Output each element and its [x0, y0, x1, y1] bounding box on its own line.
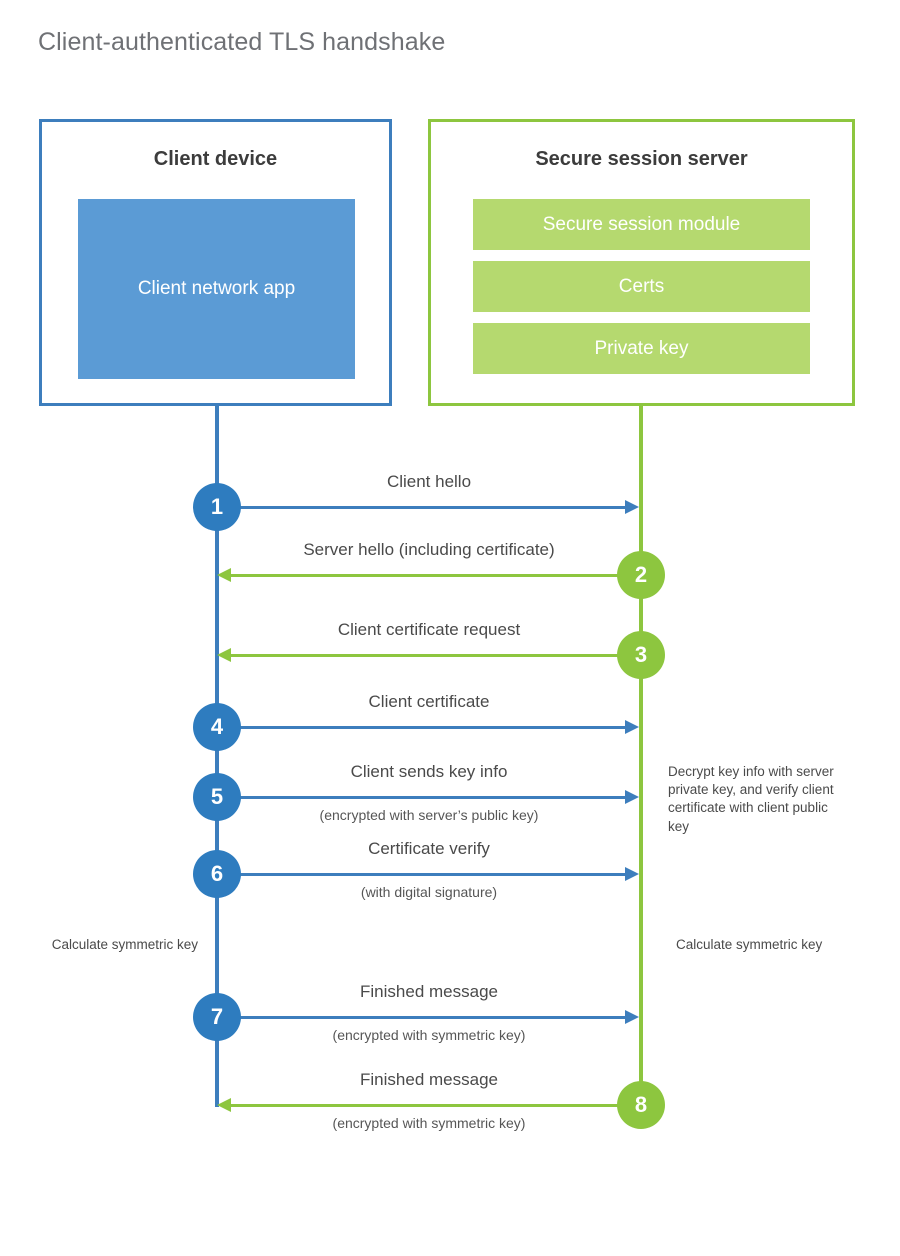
- arrow-head-3: [217, 648, 231, 662]
- step-circle-6[interactable]: 6: [193, 850, 241, 898]
- arrow-head-5: [625, 790, 639, 804]
- step-circle-1[interactable]: 1: [193, 483, 241, 531]
- arrow-line-3: [231, 654, 641, 657]
- arrow-line-1: [217, 506, 631, 509]
- secure-session-server-title: Secure session server: [535, 148, 748, 170]
- client-device-box: Client device Client network app: [39, 119, 392, 406]
- message-sublabel-6: (with digital signature): [360, 884, 498, 900]
- arrow-line-5: [217, 796, 631, 799]
- arrow-head-7: [625, 1010, 639, 1024]
- arrow-line-6: [217, 873, 631, 876]
- step-circle-2[interactable]: 2: [617, 551, 665, 599]
- arrow-head-4: [625, 720, 639, 734]
- message-label-4: Client certificate: [368, 692, 490, 711]
- arrow-line-7: [217, 1016, 631, 1019]
- arrow-line-4: [217, 726, 631, 729]
- server-decrypt-annotation: Decrypt key info with server private key…: [668, 764, 834, 834]
- message-label-1: Client hello: [386, 472, 472, 491]
- message-label-2: Server hello (including certificate): [303, 540, 555, 559]
- client-device-title: Client device: [153, 148, 278, 170]
- page-title: Client-authenticated TLS handshake: [38, 28, 446, 56]
- server-calculate-symmetric-key-annotation: Calculate symmetric key: [676, 937, 823, 952]
- message-sublabel-8: (encrypted with symmetric key): [332, 1115, 526, 1131]
- arrow-head-2: [217, 568, 231, 582]
- secure-session-server-box: Secure session server Secure session mod…: [428, 119, 855, 406]
- message-label-3: Client certificate request: [337, 620, 521, 639]
- arrow-line-2: [231, 574, 641, 577]
- client-lifeline: [215, 404, 219, 1107]
- arrow-head-8: [217, 1098, 231, 1112]
- step-circle-7[interactable]: 7: [193, 993, 241, 1041]
- arrow-head-6: [625, 867, 639, 881]
- step-circle-5[interactable]: 5: [193, 773, 241, 821]
- message-label-5: Client sends key info: [350, 762, 508, 781]
- step-circle-3[interactable]: 3: [617, 631, 665, 679]
- message-label-7: Finished message: [360, 982, 498, 1001]
- server-component-secure-session-module: Secure session module: [473, 199, 810, 250]
- message-sublabel-7: (encrypted with symmetric key): [332, 1027, 526, 1043]
- server-component-private-key: Private key: [473, 323, 810, 374]
- message-sublabel-5: (encrypted with server’s public key): [319, 807, 539, 823]
- message-label-8: Finished message: [360, 1070, 498, 1089]
- step-circle-8[interactable]: 8: [617, 1081, 665, 1129]
- client-calculate-symmetric-key-annotation: Calculate symmetric key: [51, 937, 198, 952]
- server-lifeline: [639, 404, 643, 1107]
- arrow-head-1: [625, 500, 639, 514]
- client-network-app-block: Client network app: [78, 199, 355, 379]
- step-circle-4[interactable]: 4: [193, 703, 241, 751]
- arrow-line-8: [231, 1104, 641, 1107]
- server-component-certs: Certs: [473, 261, 810, 312]
- message-label-6: Certificate verify: [368, 839, 490, 858]
